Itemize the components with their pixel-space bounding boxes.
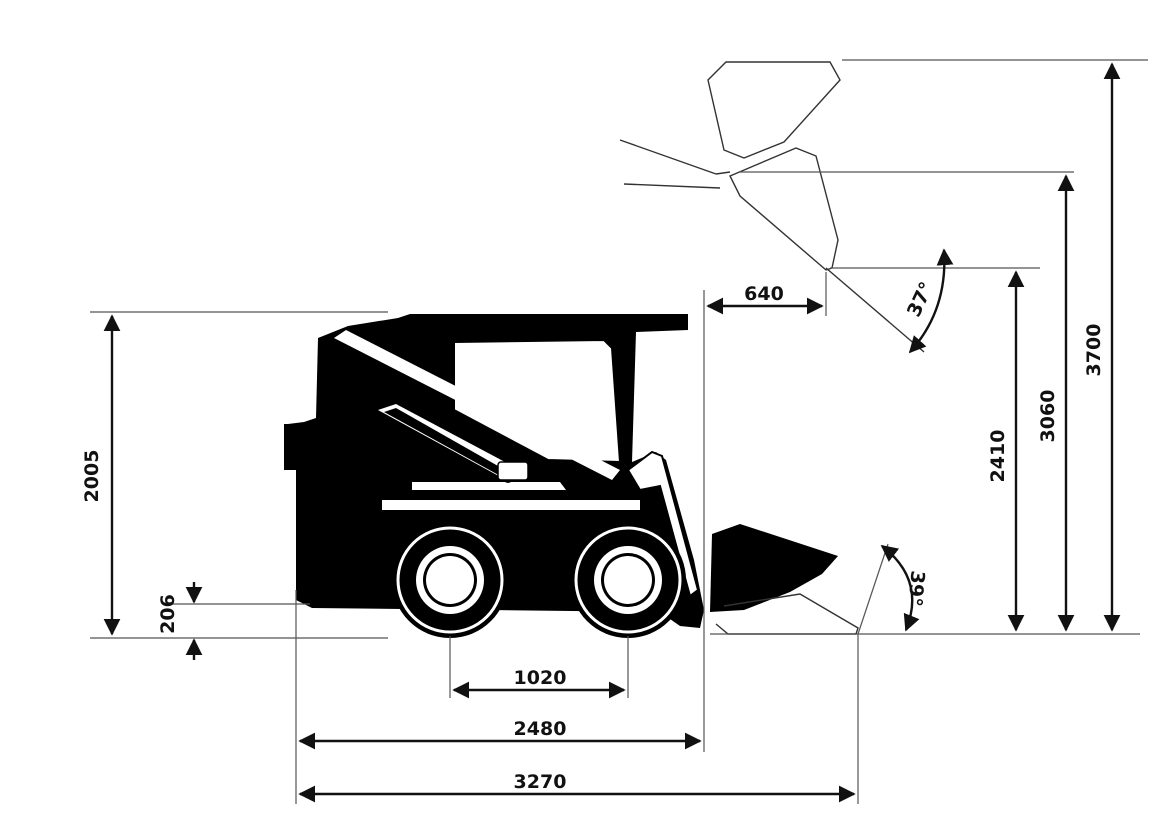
- label-length-without-bucket: 2480: [514, 718, 567, 740]
- cab-window: [453, 338, 622, 464]
- label-dump-angle: 37°: [903, 279, 938, 321]
- bucket-lowered: [710, 524, 838, 612]
- dim-arc-rollback-angle: [880, 544, 920, 632]
- lift-arm: [334, 330, 620, 480]
- bucket-max-height-outline: [707, 61, 841, 159]
- label-hinge-pin-height: 3060: [1037, 390, 1059, 443]
- dimension-lines: [103, 62, 1121, 803]
- dimension-labels: 2005 206 1020 2480 3270 640 37° 39° 2410…: [81, 279, 1105, 793]
- label-ground-clearance: 206: [157, 594, 179, 634]
- label-overall-length: 3270: [514, 771, 567, 793]
- raised-bucket-outlines: [619, 61, 925, 353]
- skid-steer-loader: [284, 314, 859, 638]
- bucket-dump-outline: [729, 147, 839, 271]
- label-wheelbase: 1020: [514, 667, 567, 689]
- label-max-height: 3700: [1083, 324, 1105, 377]
- frame-stripe: [382, 500, 640, 510]
- bucket-rollback-outline: [715, 593, 859, 635]
- label-dump-reach: 640: [744, 283, 784, 305]
- dim-arc-dump-angle: [908, 248, 954, 354]
- extension-lines: [90, 59, 1148, 804]
- label-overall-height: 2005: [81, 450, 103, 503]
- rear-counterweight: [284, 424, 310, 470]
- front-wheel: [570, 522, 686, 638]
- label-dump-height: 2410: [987, 430, 1009, 483]
- label-rollback-angle: 39°: [903, 570, 928, 608]
- rear-wheel: [392, 522, 508, 638]
